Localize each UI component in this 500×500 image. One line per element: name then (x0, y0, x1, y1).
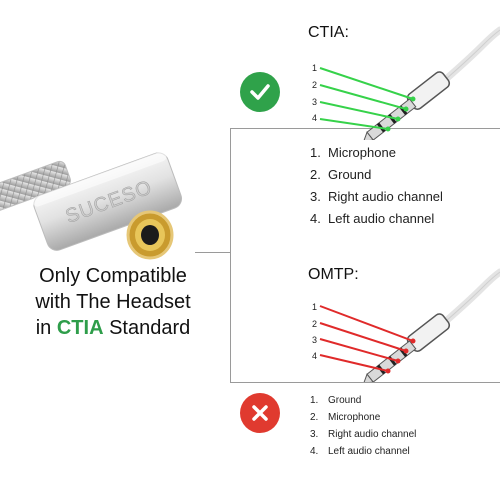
compatibility-line-2: with The Headset (35, 291, 191, 313)
compatibility-line-1: Only Compatible (39, 265, 187, 287)
ctia-pin-4: 4 (312, 113, 318, 123)
compatibility-line-3: in CTIA Standard (8, 315, 218, 341)
ctia-plug-diagram (319, 26, 500, 140)
check-icon (250, 84, 270, 100)
list-item-number: 4. (310, 446, 319, 457)
list-item-label: Right audio channel (328, 429, 417, 440)
ctia-title: CTIA: (308, 24, 349, 41)
list-item-label: Microphone (328, 412, 381, 423)
connector-line-top (230, 128, 500, 129)
adapter-body: SUCESO (32, 151, 183, 251)
adapter-illustration: SUCESO (0, 151, 183, 260)
cross-icon (252, 405, 268, 421)
list-item-label: Ground (328, 167, 372, 182)
list-item: 3. Right audio channel (310, 426, 416, 443)
ctia-pin-list: 1. Microphone 2. Ground 3. Right audio chan… (310, 142, 443, 230)
list-item-number: 3. (310, 429, 319, 440)
jack-opening (126, 210, 174, 260)
compatibility-prefix: in (35, 317, 57, 339)
list-item-number: 1. (310, 395, 319, 406)
compatibility-highlight: CTIA (56, 317, 104, 339)
list-item-number: 2. (310, 167, 321, 182)
braided-cable (0, 160, 71, 214)
list-item-number: 2. (310, 412, 319, 423)
omtp-pin-3: 3 (312, 335, 318, 345)
list-item: 1. Microphone (310, 142, 443, 164)
compatibility-note: Only Compatible with The Headset in CTIA… (8, 263, 218, 341)
ctia-pin-3: 3 (312, 97, 318, 107)
connector-line-main (195, 252, 230, 253)
omtp-plug-diagram (319, 268, 500, 382)
omtp-pin-4: 4 (312, 351, 318, 361)
ctia-pin-1: 1 (312, 63, 318, 73)
list-item-label: Ground (328, 395, 362, 406)
ctia-pin-2: 2 (312, 80, 318, 90)
connector-line-bottom (230, 382, 500, 383)
list-item: 1. Ground (310, 392, 416, 409)
list-item: 4. Left audio channel (310, 208, 443, 230)
omtp-pin-2: 2 (312, 319, 318, 329)
list-item-number: 1. (310, 145, 321, 160)
connector-line-vertical (230, 128, 231, 382)
list-item-label: Left audio channel (328, 211, 435, 226)
list-item-label: Microphone (328, 145, 396, 160)
omtp-pin-list: 1. Ground 2. Microphone 3. Right audio chan… (310, 392, 416, 460)
list-item-label: Right audio channel (328, 189, 443, 204)
list-item: 2. Microphone (310, 409, 416, 426)
incompatible-badge (240, 393, 280, 433)
list-item: 4. Left audio channel (310, 443, 416, 460)
list-item-number: 4. (310, 211, 321, 226)
omtp-pin-1: 1 (312, 302, 318, 312)
compatible-badge (240, 72, 280, 112)
list-item: 2. Ground (310, 164, 443, 186)
list-item: 3. Right audio channel (310, 186, 443, 208)
list-item-label: Left audio channel (328, 446, 410, 457)
list-item-number: 3. (310, 189, 321, 204)
omtp-title: OMTP: (308, 266, 359, 283)
compatibility-suffix: Standard (103, 317, 191, 339)
